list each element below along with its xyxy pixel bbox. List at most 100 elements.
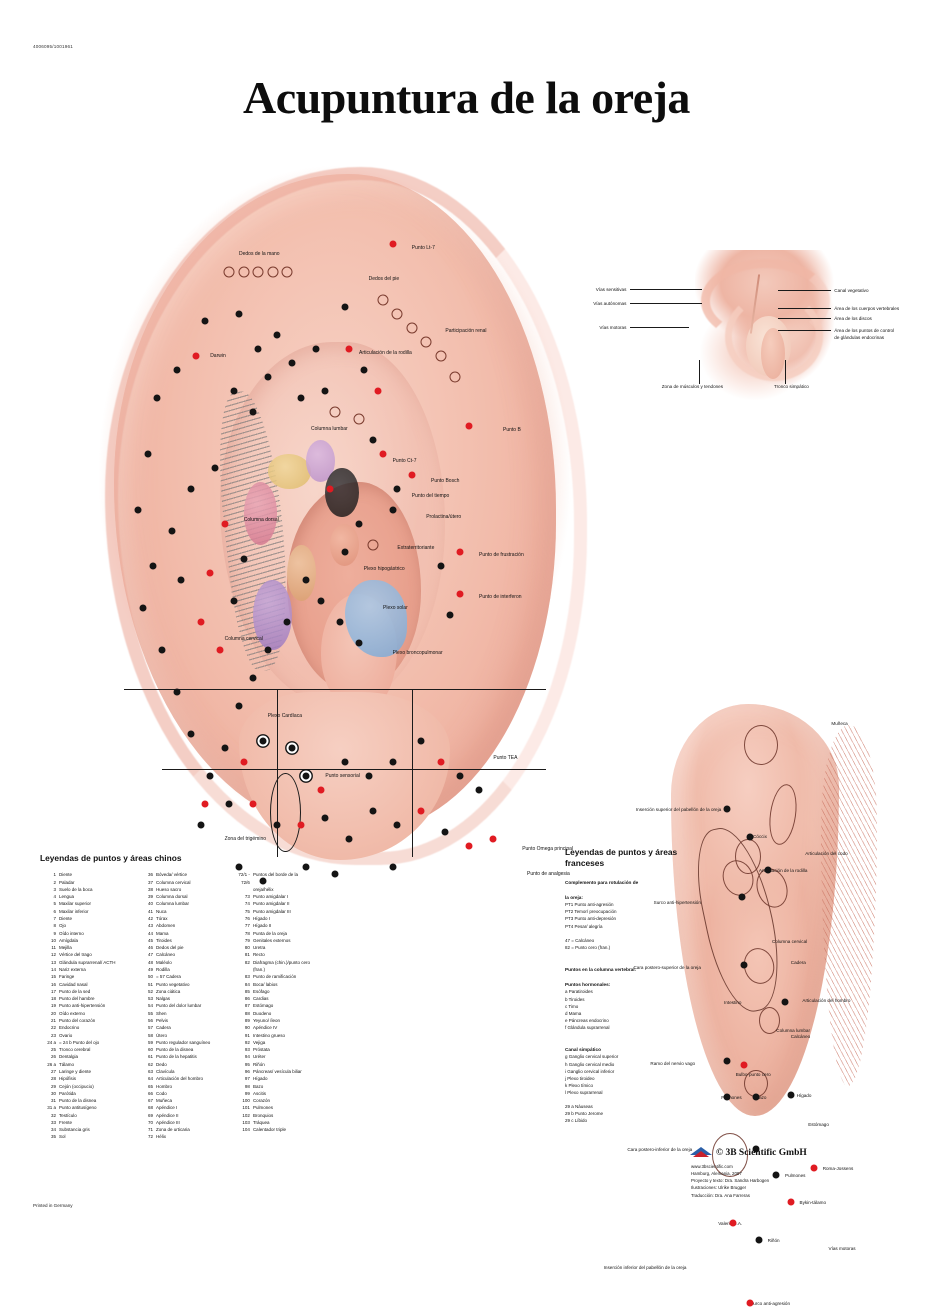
- inset-label: Zona de músculos y tendones: [661, 383, 724, 389]
- french-legend-line: e Páncreas endocrino: [565, 1017, 609, 1023]
- legend-label: Hígado II: [252, 923, 272, 929]
- french-legend-heading: la oreja:: [565, 894, 583, 900]
- leader-line: [778, 307, 831, 309]
- legend-number: 19: [50, 1003, 56, 1009]
- acupoint-marker: [449, 371, 461, 383]
- acupoint-marker: [197, 618, 205, 626]
- acupoint-marker: [211, 464, 219, 472]
- legend-label: Duodeno: [252, 1010, 272, 1016]
- legend-label: Nalgas: [155, 996, 170, 1002]
- legend-label: Estómago: [252, 1003, 274, 1009]
- acupoint-marker: [787, 1091, 795, 1099]
- legend-label: Vejiga: [252, 1039, 266, 1045]
- acupoint-marker: [230, 597, 238, 605]
- acupoint-marker: [273, 821, 281, 829]
- acupoint-marker: [281, 266, 293, 278]
- french-legend-line: 47 = Calcáneo: [565, 937, 595, 943]
- legend-label: Punta de la oreja: [252, 930, 287, 936]
- acupoint-marker: [391, 308, 403, 320]
- legend-number: 69: [147, 1112, 153, 1118]
- acupoint-marker: [456, 590, 464, 598]
- inset-label: Roma-Jossens: [822, 1166, 854, 1172]
- legend-label: Esófago: [252, 988, 270, 994]
- legend-label: Ojo: [59, 923, 67, 929]
- legend-number: 64: [147, 1076, 153, 1082]
- legend-label: Próstata: [252, 1047, 270, 1053]
- inset-label: Vías motoras: [828, 1246, 856, 1251]
- french-legend-line: PT2 Temor/ preocupación: [565, 909, 617, 915]
- legend-number: 81: [244, 952, 250, 958]
- legend-label: oreja/hélix: [252, 886, 274, 892]
- acupoint-marker: [249, 800, 257, 808]
- acupoint-marker: [389, 506, 397, 514]
- inset-label: Columna lumbar: [776, 1027, 810, 1033]
- legend-number: 22: [50, 1025, 56, 1031]
- legend-label: Articulación del hombro: [155, 1076, 203, 1082]
- legend-number: 56: [147, 1017, 153, 1023]
- inset-label: Área de los puntos de control: [834, 328, 895, 333]
- acupoint-marker: [273, 331, 281, 339]
- legend-label: Tráquea: [252, 1119, 270, 1125]
- legend-number: 38: [147, 886, 153, 892]
- acupoint-marker: [252, 266, 264, 278]
- acupoint-marker: [341, 548, 349, 556]
- legend-number: 36: [147, 872, 153, 878]
- publisher-website[interactable]: www.3bscientific.com: [691, 1164, 733, 1169]
- legend-number: 100: [242, 1098, 250, 1104]
- legend-number: 31 a: [47, 1105, 56, 1111]
- french-legend: Leyendas de puntos y áreas franceses Com…: [565, 847, 715, 1124]
- acupoint-marker: [216, 646, 224, 654]
- legend-label: Oído interno: [59, 930, 84, 936]
- diagram-label: Punto Ct-7: [392, 458, 417, 465]
- legend-label: Riñón: [252, 1061, 265, 1067]
- inset-label: Bykin-tálamo: [799, 1199, 827, 1205]
- legend-label: Calcáneo: [155, 952, 175, 958]
- legend-label: Columna lumbar: [155, 901, 189, 907]
- acupoint-marker: [723, 805, 731, 813]
- acupoint-marker: [302, 863, 310, 871]
- legend-label: Punto de la hepatitis: [155, 1054, 197, 1060]
- legend-label: Diente: [59, 916, 73, 922]
- legend-spacer: [565, 930, 715, 937]
- publisher-city-year: Hamburg, Alemania, 2007: [691, 1171, 742, 1177]
- legend-number: 28: [50, 1076, 56, 1082]
- acupoint-marker: [235, 863, 243, 871]
- diagram-label: Punto sensorial: [325, 772, 360, 779]
- diagram-label: Plexo hipogástrico: [363, 566, 405, 572]
- legend-number: 11: [51, 945, 56, 951]
- legend-label: Punto amigdalar II: [252, 901, 290, 907]
- acupoint-marker: [158, 646, 166, 654]
- legend-number: 90: [244, 1025, 250, 1031]
- acupoint-marker: [144, 450, 152, 458]
- legend-label: Calentador triple: [252, 1127, 286, 1133]
- acupoint-marker: [369, 807, 377, 815]
- legend-number: 24 a: [47, 1039, 56, 1045]
- legend-number: 86: [244, 996, 250, 1002]
- inset-label: Hígado: [796, 1092, 812, 1098]
- legend-label: Punto del dolor lumbar: [155, 1003, 202, 1009]
- legend-label: Hipófisis: [59, 1076, 77, 1082]
- inset-label: Ramo del nervio vago: [650, 1061, 696, 1067]
- leader-line: [778, 289, 831, 291]
